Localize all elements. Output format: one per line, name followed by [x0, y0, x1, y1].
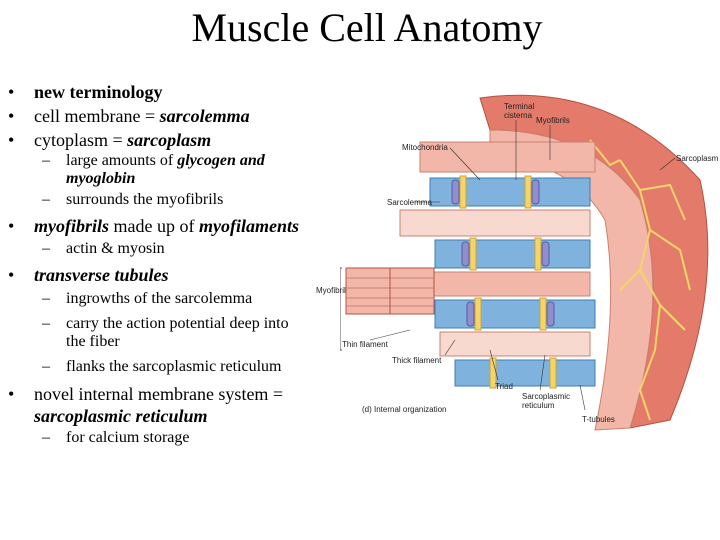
myofibril-cylinders — [399, 141, 596, 387]
label-sarcoplasm: Sarcoplasm — [676, 154, 719, 163]
label-myofibrils: Myofibrils — [536, 116, 570, 125]
label-triad: Triad — [495, 382, 513, 391]
label-thin-filament: Thin filament — [342, 340, 388, 349]
label-sarcolemma: Sarcolemma — [387, 198, 432, 207]
muscle-fiber-drawing — [339, 94, 709, 431]
page-title: Muscle Cell Anatomy — [191, 5, 543, 50]
label-myofibril: Myofibril — [316, 286, 346, 295]
cross-section-network — [589, 139, 691, 421]
label-t-tubules: T-tubules — [582, 415, 615, 424]
label-thick-filament: Thick filament — [392, 356, 442, 365]
terminal-cisternae — [451, 179, 555, 327]
protruding-myofibril — [339, 267, 435, 351]
t-tubule-rings — [459, 175, 557, 389]
label-mitochondria: Mitochondria — [402, 143, 448, 152]
bullet-list: • new terminology • cell membrane = sarc… — [8, 82, 299, 446]
leader-lines — [369, 120, 676, 411]
figure-caption: (d) Internal organization — [362, 405, 447, 414]
